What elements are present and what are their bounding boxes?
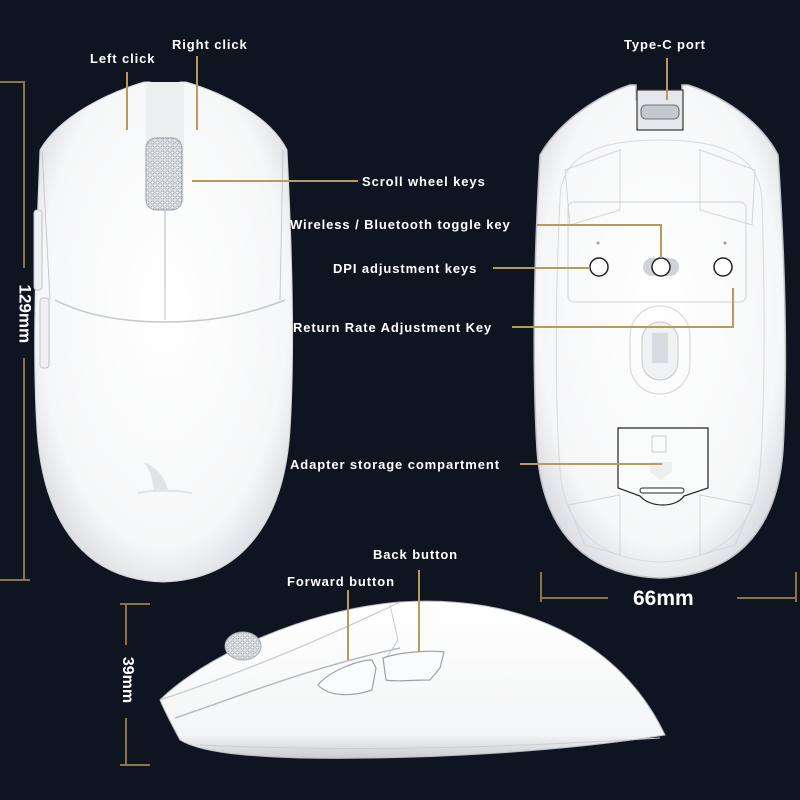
label-wireless-toggle: Wireless / Bluetooth toggle key	[290, 217, 511, 232]
label-back-button: Back button	[373, 547, 459, 562]
dimension-height-39mm: 39mm	[119, 656, 136, 704]
label-type-c-port: Type-C port	[624, 37, 706, 52]
top-view-mouse	[33, 81, 294, 583]
label-return-rate: Return Rate Adjustment Key	[293, 320, 493, 335]
shark-fin-logo	[137, 462, 193, 494]
side-view-mouse	[159, 600, 666, 759]
label-right-click: Right click	[172, 37, 248, 52]
label-forward-button: Forward button	[287, 574, 395, 589]
label-dpi-keys: DPI adjustment keys	[333, 261, 478, 276]
bottom-view-mouse	[533, 84, 787, 579]
dimension-width-66mm: 66mm	[633, 587, 694, 610]
dimension-lines	[0, 81, 797, 766]
label-scroll-wheel: Scroll wheel keys	[362, 174, 486, 189]
label-left-click: Left click	[90, 51, 156, 66]
label-adapter-storage: Adapter storage compartment	[290, 457, 500, 472]
leader-lines	[126, 56, 734, 660]
dimension-length-129mm: 129mm	[15, 284, 35, 344]
